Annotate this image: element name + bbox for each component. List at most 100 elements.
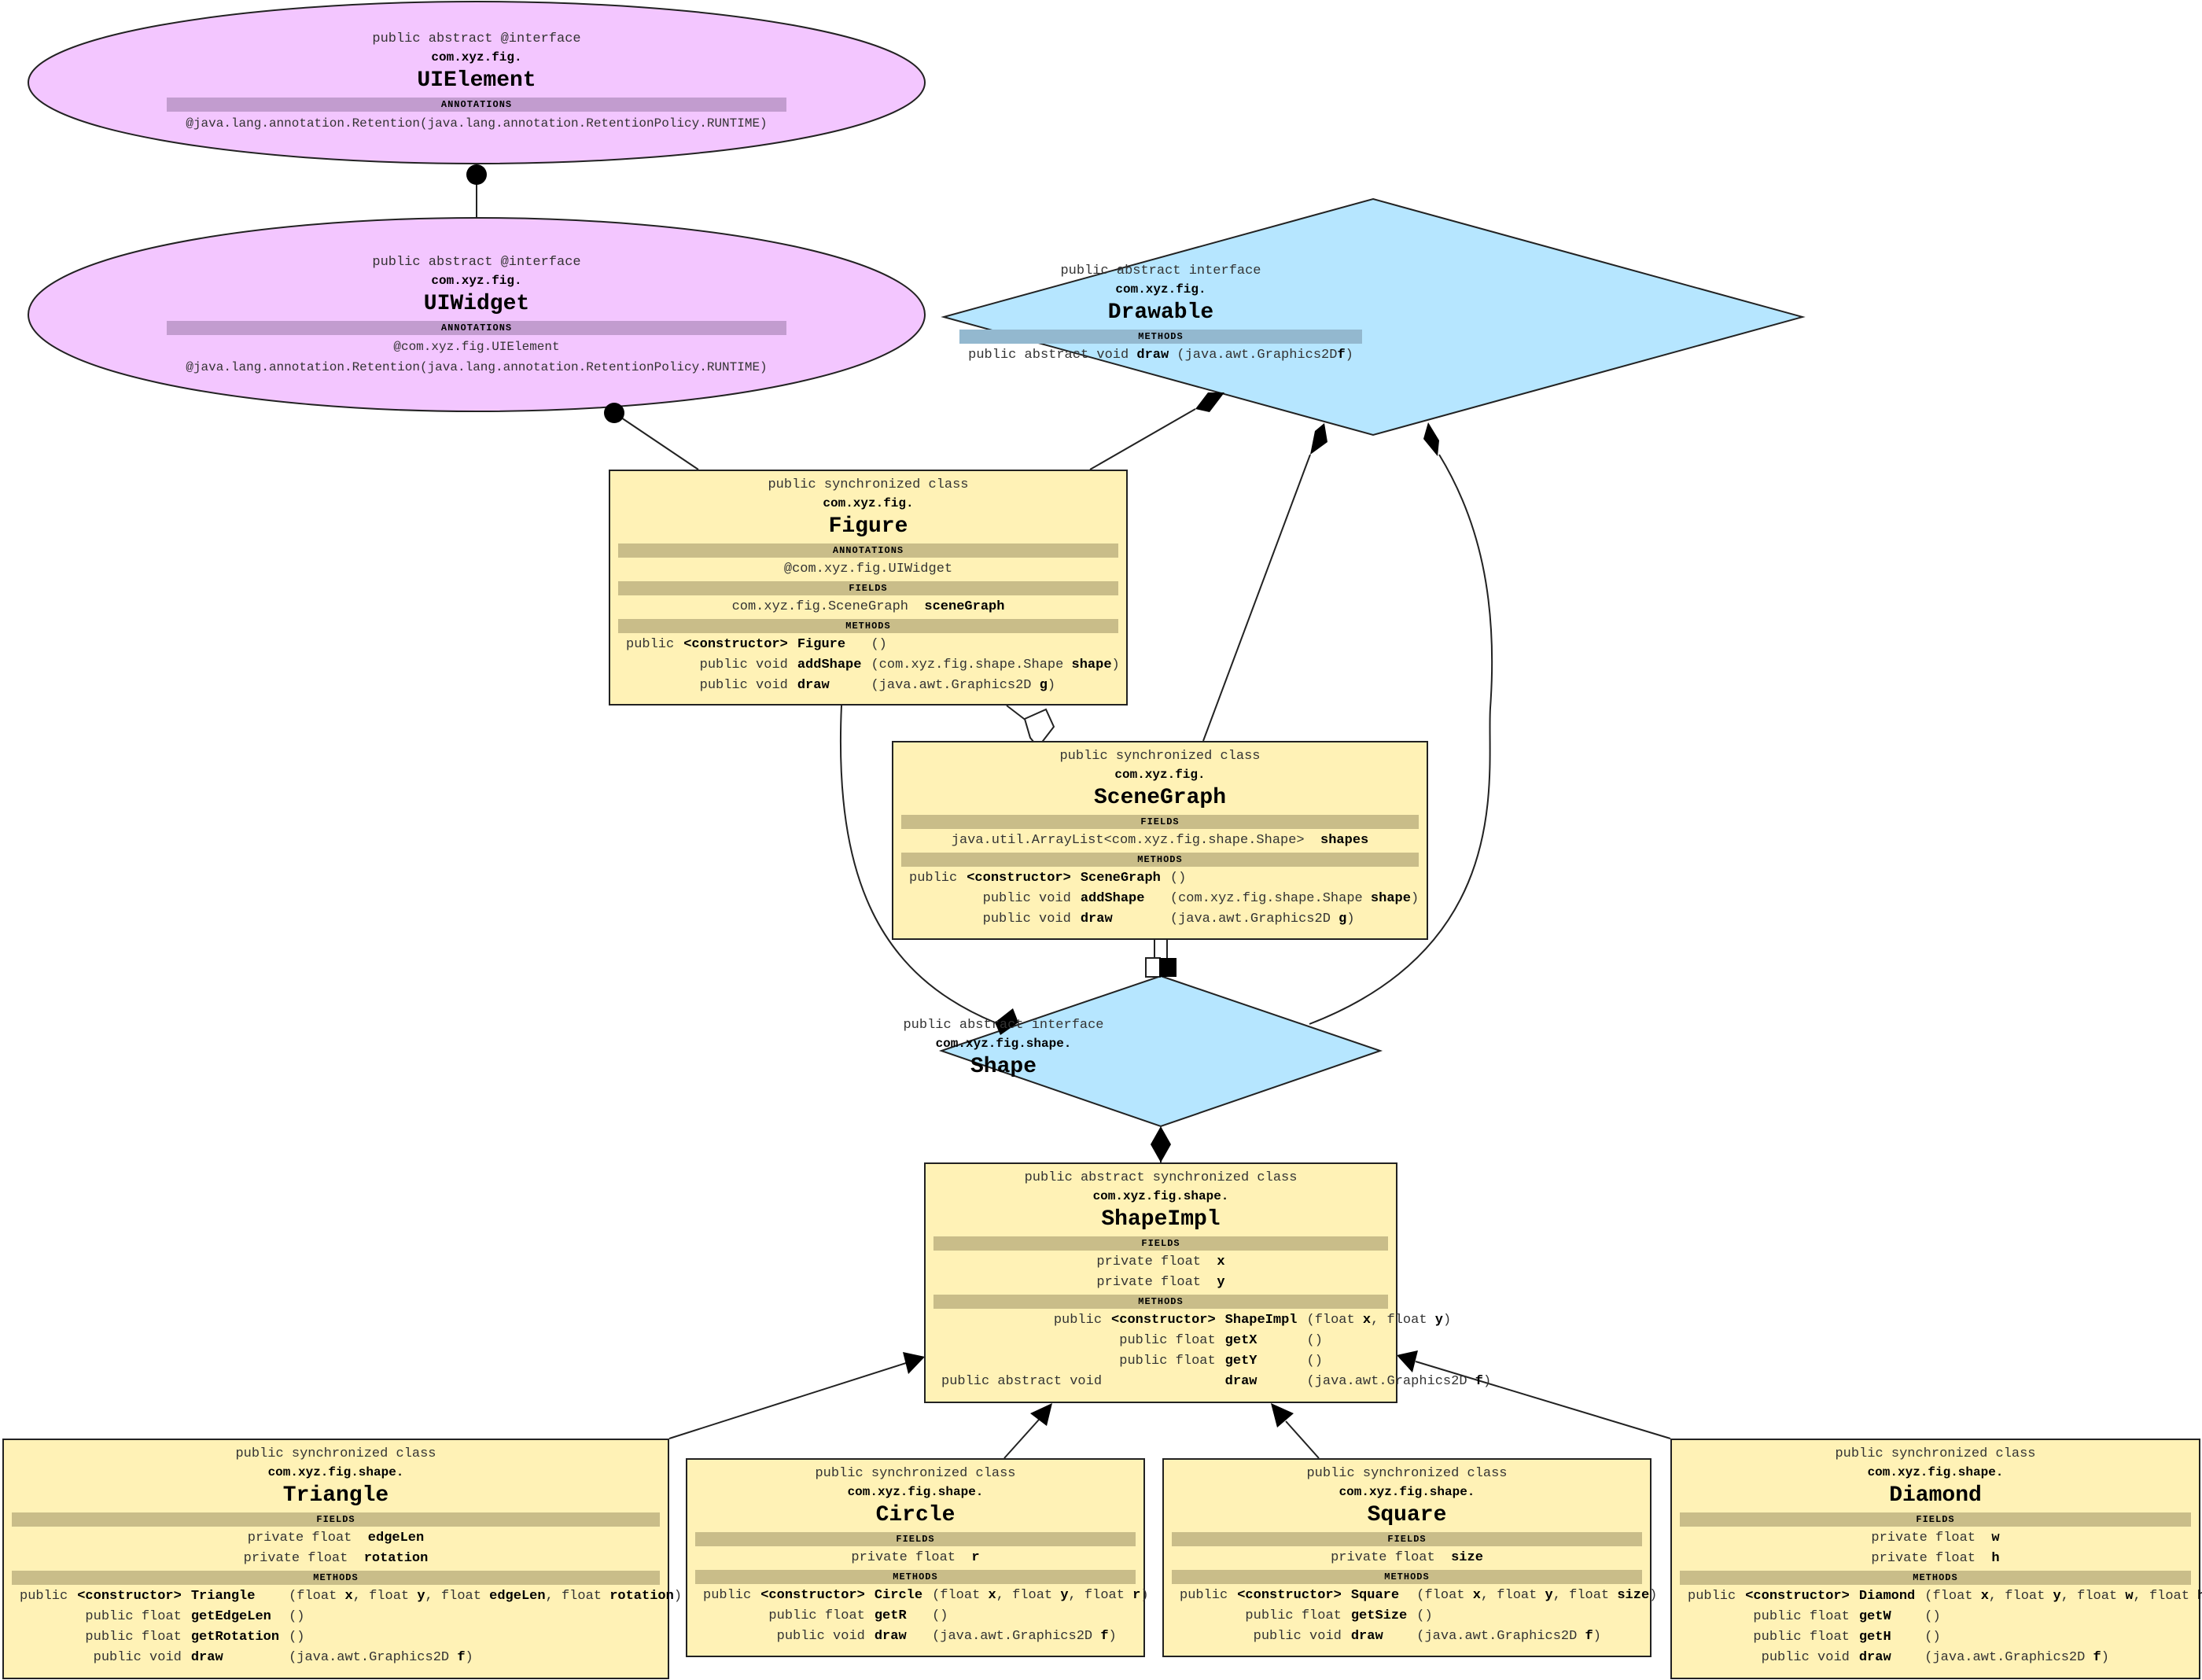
circle-method-args: (float x, float y, float r) — [932, 1588, 1149, 1603]
figure-field-type: com.xyz.fig.SceneGraph — [731, 599, 908, 614]
uielement-ellipse[interactable] — [28, 1, 926, 164]
diamond-method-vis — [1683, 1627, 1740, 1648]
triangle-method-args: () — [289, 1609, 305, 1624]
diamond-method-args: (java.awt.Graphics2D f) — [1924, 1650, 2109, 1665]
scenegraph-method-vis — [904, 909, 962, 930]
diamond-method-type: public float — [1753, 1609, 1850, 1624]
node-uielement[interactable]: public abstract @interface com.xyz.fig. … — [157, 30, 796, 134]
edge-dot-uiwidget — [604, 403, 624, 423]
drawable-methods-header: METHODS — [959, 330, 1362, 344]
drawable-method-args: (java.awt.Graphics2D — [1176, 348, 1338, 363]
diamond-method-name: draw — [1858, 1650, 1891, 1665]
square-methods-header: METHODS — [1172, 1570, 1642, 1584]
edge-triangle-shapeimpl — [668, 1362, 907, 1439]
scenegraph-fields-header: FIELDS — [901, 815, 1419, 829]
scenegraph-method-name: addShape — [1080, 891, 1145, 906]
drawable-name: Drawable — [1107, 300, 1214, 325]
circle-method-type: public void — [776, 1629, 865, 1644]
shapeimpl-field-name: y — [1217, 1275, 1225, 1290]
circle-package: com.xyz.fig.shape. — [847, 1485, 984, 1499]
drawable-diamond[interactable] — [941, 197, 1806, 437]
figure-field-sceneGraph: com.xyz.fig.SceneGraph sceneGraph — [610, 597, 1126, 617]
square-name: Square — [1367, 1503, 1447, 1527]
edge-figure-shape — [839, 705, 996, 1023]
scenegraph-method-row: public<constructor>SceneGraph() — [904, 868, 1423, 889]
edge-diamond-arrow — [1397, 1350, 1418, 1372]
circle-method-name: getR — [874, 1608, 907, 1623]
node-shapeimpl[interactable]: public abstract synchronized class com.xy… — [924, 1162, 1491, 1403]
diamond-methods-table: public<constructor>Diamond(float x, floa… — [1683, 1586, 2202, 1668]
diamond-field-type: private float — [1871, 1531, 1976, 1546]
diamond-method-name: getH — [1858, 1630, 1891, 1645]
scenegraph-name: SceneGraph — [1093, 786, 1227, 810]
edge-figure-scenegraph-diamond — [1023, 708, 1055, 749]
triangle-method-args: () — [289, 1630, 305, 1645]
circle-methods-table: public<constructor>Circle(float x, float… — [698, 1586, 1154, 1647]
triangle-methods-table: public<constructor>Triangle(float x, flo… — [15, 1586, 687, 1668]
circle-field-r: private float r — [687, 1548, 1143, 1568]
triangle-field-edgeLen: private float edgeLen — [4, 1528, 668, 1549]
shapeimpl-field-y: private float y — [926, 1273, 1396, 1293]
square-package: com.xyz.fig.shape. — [1339, 1485, 1475, 1499]
shape-name: Shape — [970, 1055, 1037, 1079]
edge-figure-drawable — [1089, 408, 1196, 470]
drawable-method-close: ) — [1345, 348, 1353, 363]
drawable-method-draw: public abstract void draw (java.awt.Grap… — [948, 345, 1373, 366]
uiwidget-name: UIWidget — [423, 292, 530, 316]
uielement-name: UIElement — [417, 68, 536, 93]
triangle-field-type: private float — [243, 1551, 348, 1566]
uiwidget-package: com.xyz.fig. — [431, 274, 522, 288]
drawable-method-prefix: public abstract void — [968, 348, 1129, 363]
shapeimpl-fields-header: FIELDS — [933, 1236, 1388, 1251]
shapeimpl-package: com.xyz.fig.shape. — [1092, 1189, 1229, 1203]
circle-method-type: <constructor> — [760, 1588, 865, 1603]
triangle-package: com.xyz.fig.shape. — [267, 1465, 404, 1479]
node-uiwidget[interactable]: public abstract @interface com.xyz.fig. … — [157, 253, 796, 378]
triangle-method-vis — [15, 1627, 72, 1648]
figure-method-vis: public — [626, 637, 675, 652]
diamond-field-name: h — [1991, 1551, 2000, 1566]
triangle-method-type: public void — [93, 1650, 182, 1665]
scenegraph-method-type: public void — [982, 912, 1071, 927]
node-shape[interactable]: public abstract interface com.xyz.fig.sh… — [846, 1016, 1161, 1082]
figure-method-type: public void — [699, 658, 788, 672]
triangle-method-vis — [15, 1648, 72, 1668]
figure-method-type: <constructor> — [683, 637, 788, 652]
drawable-method-name: draw — [1136, 348, 1169, 363]
shapeimpl-method-name: getX — [1224, 1333, 1257, 1348]
circle-field-name: r — [971, 1550, 980, 1565]
figure-method-name: draw — [797, 678, 830, 693]
uielement-modifiers: public abstract @interface — [372, 31, 581, 46]
triangle-method-args: (float x, float y, float edgeLen, float … — [289, 1589, 683, 1604]
shapeimpl-method-vis — [937, 1331, 1107, 1351]
uielement-annotations-header: ANNOTATIONS — [167, 98, 786, 112]
node-drawable[interactable]: public abstract interface com.xyz.fig. D… — [948, 262, 1373, 366]
triangle-name: Triangle — [282, 1483, 389, 1508]
diamond-method-args: () — [1924, 1630, 1941, 1645]
shapeimpl-method-name: ShapeImpl — [1224, 1313, 1298, 1328]
scenegraph-method-type: <constructor> — [967, 871, 1071, 886]
uiwidget-annotation-line-2: @java.lang.annotation.Retention(java.lan… — [186, 360, 768, 374]
shapeimpl-method-name: getY — [1224, 1354, 1257, 1369]
figure-method-vis — [621, 676, 679, 696]
shapeimpl-modifiers: public abstract synchronized class — [1024, 1170, 1298, 1185]
drawable-modifiers: public abstract interface — [1060, 263, 1261, 278]
triangle-fields-header: FIELDS — [12, 1512, 660, 1527]
circle-method-args: (java.awt.Graphics2D f) — [932, 1629, 1117, 1644]
figure-method-type: public void — [699, 678, 788, 693]
uiwidget-annotations-header: ANNOTATIONS — [167, 321, 786, 335]
